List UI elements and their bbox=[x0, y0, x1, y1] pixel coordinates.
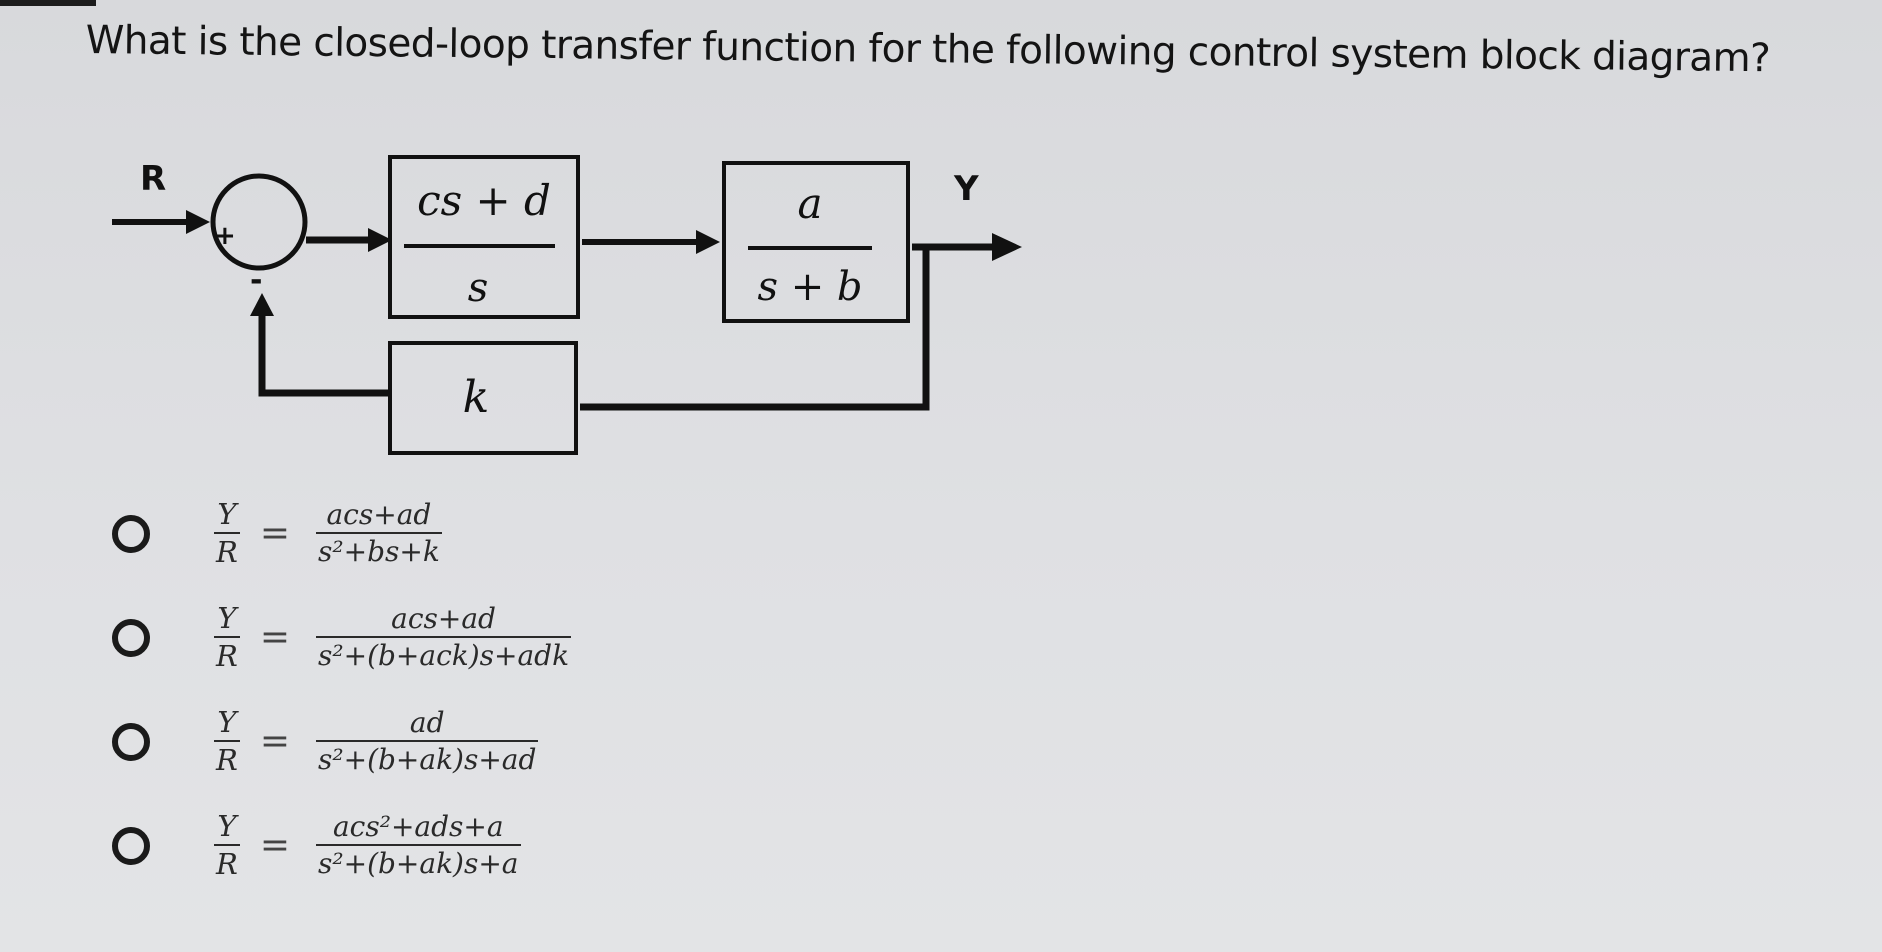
plant-denominator: s + b bbox=[757, 264, 862, 310]
controller-numerator: cs + d bbox=[417, 176, 551, 225]
radio-button[interactable] bbox=[112, 722, 150, 761]
sum-minus-sign: - bbox=[250, 263, 262, 298]
plant-block bbox=[722, 161, 910, 323]
input-label: R bbox=[140, 159, 166, 199]
rhs-numerator: acs²+ads+a bbox=[332, 810, 504, 843]
formula: Y R = acs+ad s²+bs+k bbox=[214, 500, 442, 567]
rhs-denominator: s²+(b+ack)s+adk bbox=[318, 639, 570, 672]
equals-sign: = bbox=[259, 617, 291, 658]
formula: Y R = acs+ad s²+(b+ack)s+adk bbox=[214, 602, 572, 672]
answer-option-3[interactable]: Y R = ad s²+(b+ak)s+ad bbox=[112, 706, 539, 776]
feedback-gain-label: k bbox=[463, 372, 490, 423]
lhs-fraction: Y R bbox=[214, 604, 240, 671]
corner-bar bbox=[0, 0, 96, 6]
lhs-denominator: R bbox=[216, 535, 238, 569]
answer-option-4[interactable]: Y R = acs²+ads+a s²+(b+ak)s+a bbox=[112, 812, 521, 879]
feedback-arrowhead bbox=[250, 293, 274, 316]
lhs-denominator: R bbox=[216, 639, 238, 673]
rhs-numerator: acs+ad bbox=[391, 602, 496, 635]
equals-sign: = bbox=[259, 513, 291, 554]
fraction-bar bbox=[316, 740, 539, 742]
rhs-numerator: acs+ad bbox=[326, 498, 432, 531]
radio-button[interactable] bbox=[112, 826, 150, 865]
answer-option-2[interactable]: Y R = acs+ad s²+(b+ack)s+adk bbox=[112, 602, 572, 672]
formula: Y R = ad s²+(b+ak)s+ad bbox=[214, 706, 539, 776]
radio-button[interactable] bbox=[112, 618, 150, 657]
equals-sign: = bbox=[259, 825, 291, 866]
feedback-return-line bbox=[258, 305, 390, 397]
plant-numerator: a bbox=[797, 179, 822, 228]
lhs-fraction: Y R bbox=[214, 812, 240, 879]
summing-junction bbox=[210, 173, 308, 271]
fraction-bar bbox=[214, 844, 240, 846]
control-arrowhead bbox=[696, 230, 720, 254]
lhs-numerator: Y bbox=[217, 601, 237, 635]
output-arrowhead bbox=[992, 233, 1022, 261]
sum-plus-sign: + bbox=[214, 221, 236, 251]
lhs-fraction: Y R bbox=[214, 500, 240, 567]
feedback-block bbox=[388, 341, 578, 455]
feedback-pickoff-line bbox=[580, 247, 930, 411]
rhs-numerator: ad bbox=[409, 706, 445, 739]
rhs-fraction: ad s²+(b+ak)s+ad bbox=[316, 706, 539, 776]
output-label: Y bbox=[953, 169, 979, 209]
radio-button[interactable] bbox=[112, 514, 150, 553]
rhs-fraction: acs²+ads+a s²+(b+ak)s+a bbox=[316, 810, 521, 880]
formula: Y R = acs²+ads+a s²+(b+ak)s+a bbox=[214, 812, 521, 879]
error-arrowhead bbox=[368, 228, 392, 252]
equals-sign: = bbox=[259, 721, 291, 762]
lhs-denominator: R bbox=[216, 847, 238, 881]
answer-option-1[interactable]: Y R = acs+ad s²+bs+k bbox=[112, 500, 442, 567]
lhs-fraction: Y R bbox=[214, 708, 240, 775]
fraction-bar bbox=[316, 636, 572, 638]
controller-block bbox=[388, 155, 580, 319]
rhs-fraction: acs+ad s²+bs+k bbox=[316, 501, 442, 566]
fraction-bar bbox=[214, 636, 240, 638]
fraction-bar bbox=[214, 740, 240, 742]
rhs-denominator: s²+(b+ak)s+a bbox=[318, 847, 519, 880]
lhs-numerator: Y bbox=[217, 809, 237, 843]
input-arrowhead bbox=[186, 210, 210, 234]
lhs-numerator: Y bbox=[217, 497, 237, 531]
lhs-denominator: R bbox=[216, 743, 238, 777]
rhs-fraction: acs+ad s²+(b+ack)s+adk bbox=[316, 602, 572, 672]
lhs-numerator: Y bbox=[217, 705, 237, 739]
fraction-bar bbox=[214, 532, 240, 534]
rhs-denominator: s²+bs+k bbox=[318, 535, 440, 568]
fraction-bar bbox=[316, 532, 442, 534]
rhs-denominator: s²+(b+ak)s+ad bbox=[318, 743, 537, 776]
controller-denominator: s bbox=[468, 265, 489, 311]
fraction-bar bbox=[316, 844, 521, 846]
